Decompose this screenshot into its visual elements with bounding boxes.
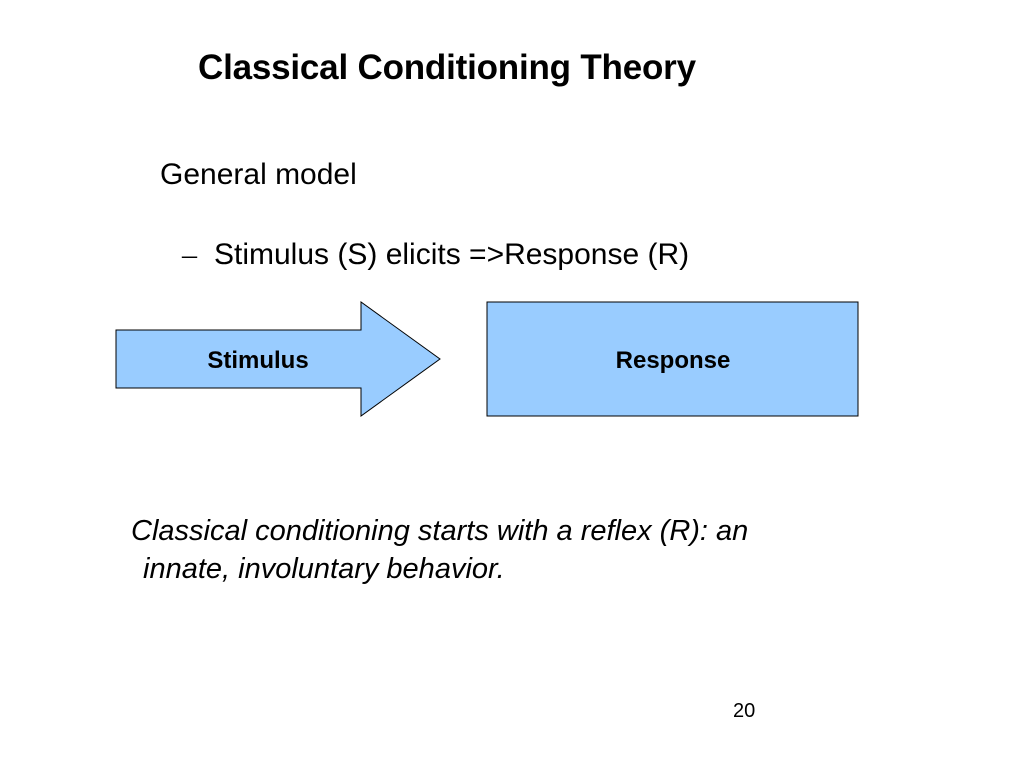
stimulus-arrow bbox=[115, 301, 441, 417]
note-text: Classical conditioning starts with a ref… bbox=[131, 512, 891, 588]
bullet-dash: – bbox=[182, 238, 197, 271]
slide-title: Classical Conditioning Theory bbox=[198, 48, 696, 87]
response-label: Response bbox=[616, 347, 731, 374]
note-line-2: innate, involuntary behavior. bbox=[143, 553, 505, 585]
bullet-item: –Stimulus (S) elicits =>Response (R) bbox=[182, 238, 689, 272]
note-line-1: Classical conditioning starts with a ref… bbox=[131, 515, 749, 547]
section-heading: General model bbox=[160, 158, 357, 191]
bullet-text: Stimulus (S) elicits =>Response (R) bbox=[214, 238, 690, 271]
response-box bbox=[486, 301, 859, 417]
stimulus-label: Stimulus bbox=[207, 347, 308, 374]
page-number: 20 bbox=[733, 700, 756, 722]
